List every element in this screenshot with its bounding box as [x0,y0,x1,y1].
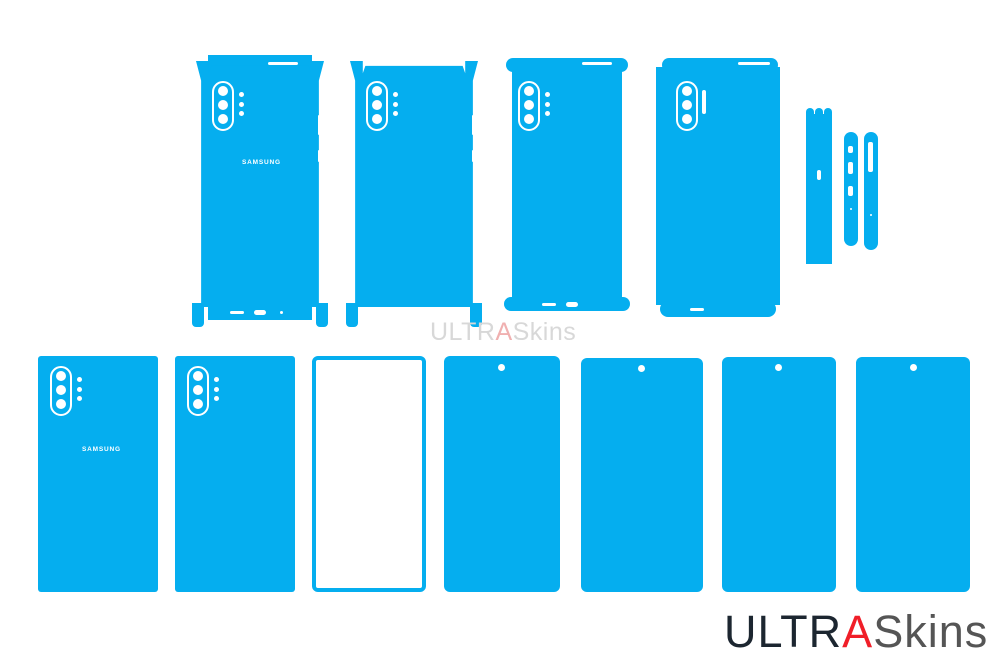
screen-skin-2 [581,358,703,592]
side-strips [806,108,878,268]
camera-module-outline [212,81,234,131]
back-skin-1: SAMSUNG [38,356,158,592]
back-skin-2 [175,356,295,592]
punch-hole-cutout [498,364,505,371]
screen-skin-4 [856,357,970,592]
brand-text: SAMSUNG [242,159,281,166]
camera-lens-icon [218,86,228,96]
screen-skin-3 [722,357,836,592]
full-wrap-back-3 [502,55,632,320]
ultraskins-logo: ULTRASkins [724,606,989,657]
full-wrap-back-2 [344,55,484,330]
watermark-logo: ULTRASkins [430,318,577,346]
full-wrap-back-1: SAMSUNG [190,55,330,330]
screen-frame [312,356,426,592]
screen-skin-1 [444,356,560,592]
full-wrap-back-4 [656,55,786,325]
